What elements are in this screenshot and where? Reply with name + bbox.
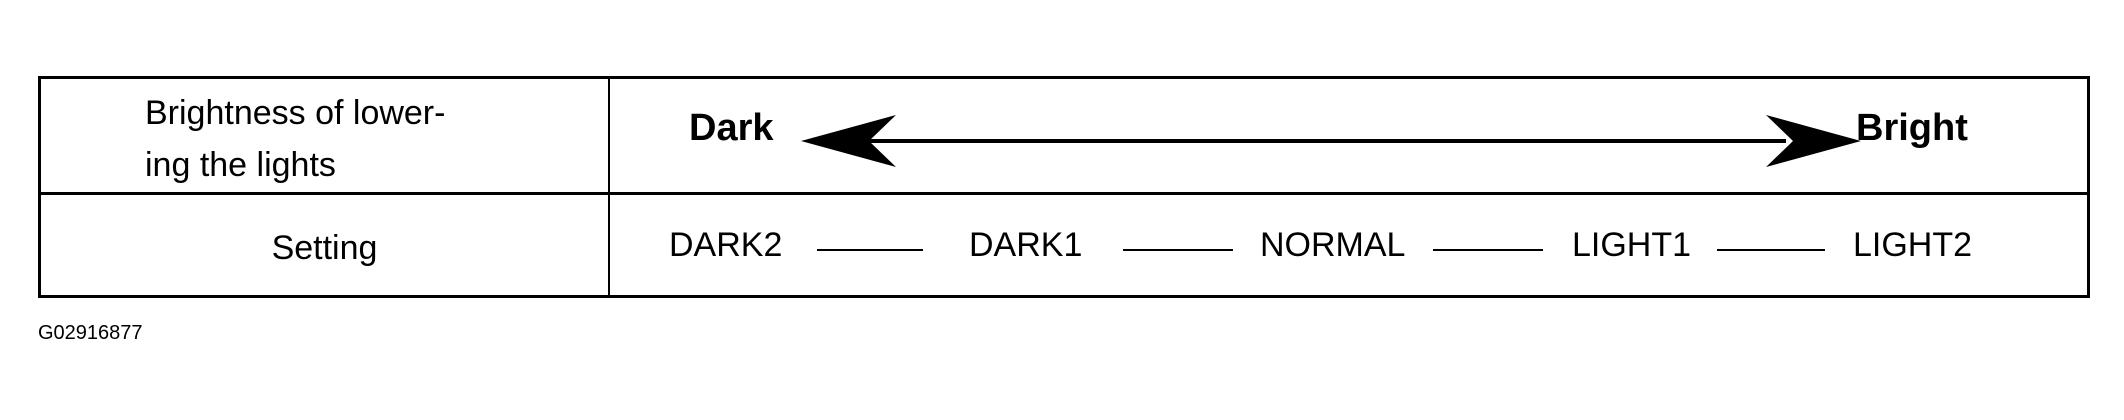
setting-connector: [1433, 249, 1543, 251]
setting-light1: LIGHT1: [1572, 226, 1692, 264]
brightness-label-line2: ing the lights: [145, 146, 336, 184]
row-divider: [41, 192, 2087, 195]
setting-light2: LIGHT2: [1853, 226, 1973, 264]
arrow-head-right: [1766, 115, 1861, 167]
brightness-label-line1: Brightness of lower-: [145, 94, 446, 132]
setting-row-label: Setting: [271, 229, 378, 267]
setting-connector: [1717, 249, 1825, 251]
setting-connector: [817, 249, 923, 251]
setting-dark1: DARK1: [969, 226, 1083, 264]
setting-connector: [1123, 249, 1233, 251]
figure-id: G02916877: [38, 322, 143, 344]
setting-dark2: DARK2: [669, 226, 783, 264]
dark-label: Dark: [689, 107, 774, 149]
arrow-head-left: [801, 115, 896, 167]
column-divider: [608, 79, 610, 295]
brightness-row-label: Brightness of lower- ing the lights: [145, 87, 565, 191]
setting-normal: NORMAL: [1260, 226, 1406, 264]
brightness-table: Brightness of lower- ing the lights Sett…: [38, 76, 2090, 298]
double-arrow-icon: [801, 115, 1861, 167]
bright-label: Bright: [1856, 107, 1968, 149]
